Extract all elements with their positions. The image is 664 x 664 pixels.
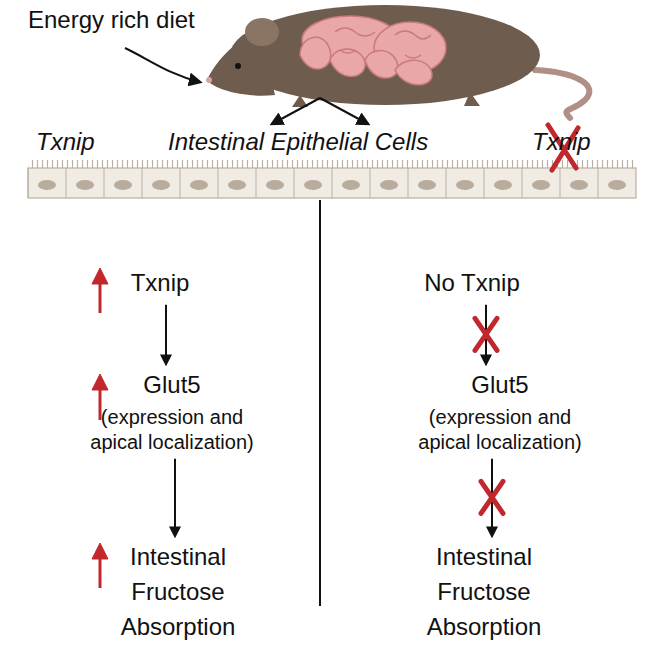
node-heading: Intestinal Fructose Absorption: [103, 540, 253, 644]
mouse-body: [230, 5, 540, 105]
cell-wall: [598, 168, 599, 198]
cell-wall: [522, 168, 523, 198]
cell-wall: [142, 168, 143, 198]
tissue-label: Txnip: [532, 128, 591, 157]
cell-nucleus: [418, 180, 436, 190]
mouse-tail: [535, 70, 589, 118]
cell-nucleus: [608, 180, 626, 190]
gut-arrow: [272, 98, 320, 124]
cell-nucleus: [114, 180, 132, 190]
text-node: Intestinal Fructose Absorption: [103, 540, 253, 644]
cell-wall: [294, 168, 295, 198]
cell-nucleus: [532, 180, 550, 190]
flow-arrow: [475, 305, 497, 364]
flow-arrow: [175, 459, 176, 536]
flow-arrow: [481, 459, 503, 536]
cell-wall: [66, 168, 67, 198]
blocked-cross: [481, 481, 503, 513]
cell-nucleus: [152, 180, 170, 190]
text-node: Glut5(expression and apical localization…: [405, 368, 595, 455]
cell-nucleus: [76, 180, 94, 190]
divider-line: [319, 200, 321, 606]
diet-arrow: [125, 48, 200, 82]
flow-arrow: [166, 305, 167, 364]
cell-nucleus: [304, 180, 322, 190]
tissue-label: Intestinal Epithelial Cells: [168, 128, 428, 157]
cell-nucleus: [228, 180, 246, 190]
cell-wall: [446, 168, 447, 198]
text-node: Intestinal Fructose Absorption: [409, 540, 559, 644]
cell-wall: [218, 168, 219, 198]
cell-wall: [256, 168, 257, 198]
cell-wall: [370, 168, 371, 198]
blocked-cross: [475, 318, 497, 350]
cell-wall: [104, 168, 105, 198]
node-heading: Glut5: [405, 368, 595, 403]
cell-wall: [484, 168, 485, 198]
increase-arrow: [92, 268, 108, 588]
arrow-line: [174, 459, 176, 536]
mouse-nose: [206, 77, 212, 83]
node-heading: Glut5: [77, 368, 267, 403]
epithelial-cells: [28, 168, 626, 198]
epithelium-band: [28, 168, 636, 198]
cell-nucleus: [456, 180, 474, 190]
text-node: Glut5(expression and apical localization…: [77, 368, 267, 455]
node-heading: Intestinal Fructose Absorption: [409, 540, 559, 644]
gut-arrow: [320, 98, 368, 124]
cell-nucleus: [342, 180, 360, 190]
mouse-eye: [235, 63, 241, 69]
cell-wall: [560, 168, 561, 198]
cell-nucleus: [570, 180, 588, 190]
mouse-ear: [245, 18, 279, 46]
cell-nucleus: [190, 180, 208, 190]
microvilli: [28, 160, 636, 168]
tissue-label: Txnip: [36, 128, 95, 157]
node-heading: No Txnip: [397, 266, 547, 301]
node-note: (expression and apical localization): [405, 405, 595, 455]
node-note: (expression and apical localization): [77, 405, 267, 455]
cell-wall: [28, 168, 29, 198]
cell-nucleus: [494, 180, 512, 190]
text-node: Txnip: [100, 266, 220, 301]
cell-nucleus: [266, 180, 284, 190]
cell-nucleus: [380, 180, 398, 190]
intestines: [300, 16, 446, 85]
text-node: No Txnip: [397, 266, 547, 301]
mouse-leg: [292, 92, 480, 107]
cell-nucleus: [38, 180, 56, 190]
node-heading: Txnip: [100, 266, 220, 301]
arrow-line: [165, 305, 167, 364]
cell-wall: [332, 168, 333, 198]
diet-label: Energy rich diet: [28, 6, 195, 35]
cell-wall: [180, 168, 181, 198]
cell-wall: [408, 168, 409, 198]
